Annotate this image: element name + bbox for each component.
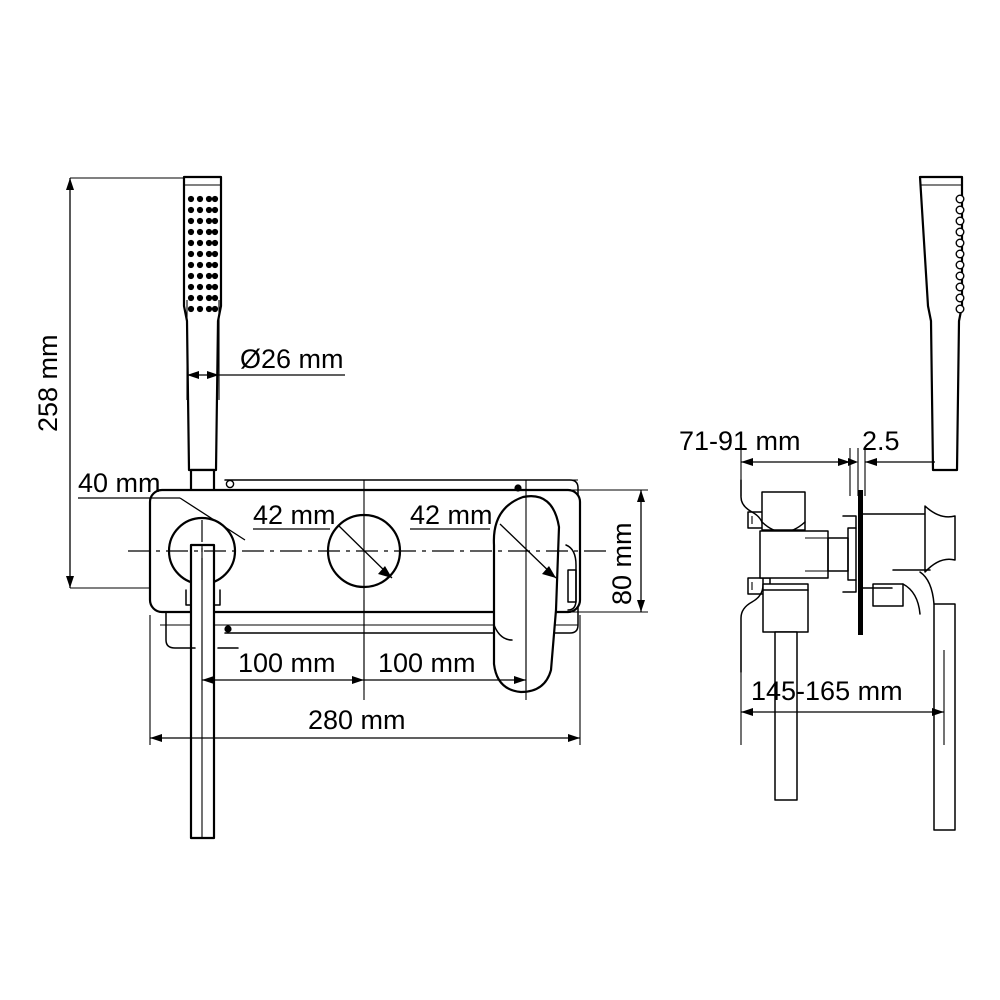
lever-handle	[492, 480, 577, 700]
side-view-group: 71-91 mm 2.5 145-165 mm	[679, 175, 965, 831]
dim-label-2-5: 2.5	[862, 426, 900, 456]
dim-280mm: 280 mm	[149, 615, 581, 745]
plate-bottom-bracket	[165, 611, 239, 649]
hand-shower-handset-side	[918, 175, 965, 472]
dim-dia26: Ø26 mm	[186, 300, 345, 400]
shower-hose-downpipe	[189, 543, 216, 840]
shower-nozzle-grid	[187, 195, 219, 313]
dim-2-5mm: 2.5	[848, 426, 935, 496]
dim-145-165mm: 145-165 mm	[740, 650, 945, 745]
dim-label-280: 280 mm	[308, 705, 406, 735]
dim-label-71-91: 71-91 mm	[679, 426, 801, 456]
dim-71-91mm: 71-91 mm	[679, 426, 851, 496]
dim-label-100-left: 100 mm	[238, 648, 336, 678]
dim-40mm: 40 mm	[78, 468, 246, 541]
dim-100mm-left: 100 mm	[201, 600, 365, 690]
dim-label-42-lever: 42 mm	[410, 500, 493, 530]
valve-body-side	[759, 491, 857, 801]
dim-80mm: 80 mm	[570, 489, 648, 613]
dim-label-258: 258 mm	[33, 334, 63, 432]
dim-42mm-center: 42 mm	[253, 500, 393, 579]
dim-100mm-right: 100 mm	[364, 600, 527, 690]
dim-258mm: 258 mm	[33, 177, 185, 589]
escutcheon-plate-edge	[858, 490, 863, 635]
dim-label-145-165: 145-165 mm	[751, 676, 903, 706]
dim-42mm-lever: 42 mm	[410, 500, 557, 579]
front-view-group: 258 mm Ø26 mm 40 mm	[33, 175, 648, 840]
dim-label-40: 40 mm	[78, 468, 161, 498]
hose-outlet-holder-side	[862, 505, 956, 831]
dim-label-100-right: 100 mm	[378, 648, 476, 678]
dim-label-dia26: Ø26 mm	[240, 344, 344, 374]
dim-label-42-center: 42 mm	[253, 500, 336, 530]
dim-label-80: 80 mm	[607, 522, 637, 605]
shower-nozzle-profile	[955, 194, 965, 314]
